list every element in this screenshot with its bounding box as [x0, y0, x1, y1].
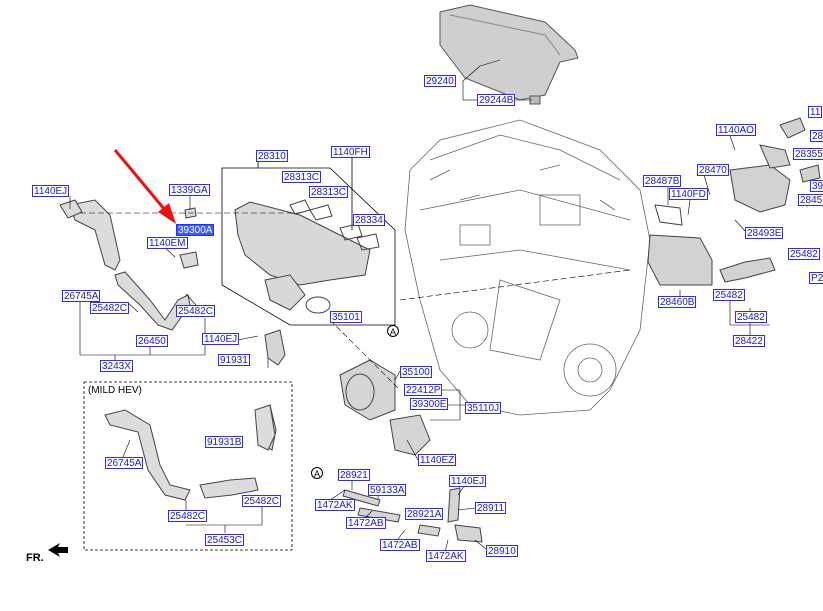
- part-label-1140ej-bottom[interactable]: 1140EJ: [449, 475, 487, 487]
- part-label-28911[interactable]: 28911: [475, 502, 507, 514]
- part-label-28921a[interactable]: 28921A: [405, 508, 444, 520]
- part-label-1140ao[interactable]: 1140AO: [716, 124, 756, 136]
- hose-drawings: [59, 199, 199, 331]
- part-label-29244b[interactable]: 29244B: [477, 94, 516, 106]
- part-label-28310[interactable]: 28310: [256, 150, 288, 162]
- part-label-29240[interactable]: 29240: [424, 75, 456, 87]
- part-label-1339ga[interactable]: 1339GA: [169, 184, 210, 196]
- part-label-25482c-hev-right[interactable]: 25482C: [242, 495, 282, 507]
- part-label-25482-upper[interactable]: 25482: [713, 289, 745, 301]
- part-label-28460b[interactable]: 28460B: [658, 296, 697, 308]
- part-label-1140ej-center[interactable]: 1140EJ: [202, 333, 240, 345]
- part-label-1140fd[interactable]: 1140FD: [669, 188, 708, 200]
- part-label-25482-right[interactable]: 25482: [788, 248, 820, 260]
- part-label-1472ab-lower[interactable]: 1472AB: [380, 539, 420, 551]
- part-label-26450[interactable]: 26450: [136, 335, 168, 347]
- part-label-35100[interactable]: 35100: [400, 366, 432, 378]
- mild-hev-label: (MILD HEV): [88, 385, 142, 396]
- part-label-1140em[interactable]: 1140EM: [147, 237, 188, 249]
- part-label-28334[interactable]: 28334: [353, 214, 385, 226]
- part-label-22412p[interactable]: 22412P: [404, 384, 443, 396]
- part-label-28910[interactable]: 28910: [486, 545, 518, 557]
- part-label-25482c-hev-left[interactable]: 25482C: [168, 510, 208, 522]
- part-label-39-cut[interactable]: 39: [810, 180, 823, 192]
- part-label-59133a[interactable]: 59133A: [368, 484, 407, 496]
- part-label-91931b[interactable]: 91931B: [205, 436, 244, 448]
- part-label-25482c-right[interactable]: 25482C: [176, 305, 216, 317]
- mild-hev-box: [83, 381, 293, 551]
- part-label-28470[interactable]: 28470: [697, 164, 729, 176]
- part-label-1472ak-lower[interactable]: 1472AK: [426, 550, 466, 562]
- part-label-28921[interactable]: 28921: [338, 469, 370, 481]
- reference-circle-a-lower: A: [311, 467, 323, 479]
- part-label-1472ak-upper[interactable]: 1472AK: [315, 499, 355, 511]
- part-label-28313c-lower[interactable]: 28313C: [309, 186, 349, 198]
- part-label-35110j[interactable]: 35110J: [465, 402, 502, 414]
- part-label-1472ab-upper[interactable]: 1472AB: [346, 517, 386, 529]
- part-label-p2-cut[interactable]: P2: [809, 272, 823, 284]
- reference-circle-a-upper: A: [387, 325, 399, 337]
- part-label-28422[interactable]: 28422: [733, 335, 765, 347]
- part-label-1140ej-left[interactable]: 1140EJ: [32, 185, 70, 197]
- part-label-28493e[interactable]: 28493E: [745, 227, 784, 239]
- part-label-39300a[interactable]: 39300A: [176, 224, 215, 236]
- part-label-3243x[interactable]: 3243X: [100, 360, 133, 372]
- part-label-26745a-hev[interactable]: 26745A: [105, 457, 144, 469]
- red-arrow: [113, 149, 176, 224]
- part-label-28487b[interactable]: 28487B: [643, 175, 682, 187]
- engine-cover-drawing: [439, 4, 579, 105]
- mild-hev-hose-drawings: [104, 404, 276, 501]
- bottom-parts-drawings: [342, 487, 483, 543]
- throttle-body-drawing: [257, 329, 431, 456]
- part-label-1140ez[interactable]: 1140EZ: [418, 454, 457, 466]
- part-label-25453c[interactable]: 25453C: [205, 534, 245, 546]
- part-label-25482-lower[interactable]: 25482: [735, 311, 767, 323]
- part-label-1140fh[interactable]: 1140FH: [331, 146, 370, 158]
- part-label-28313c-upper[interactable]: 28313C: [282, 171, 322, 183]
- part-label-28-cut[interactable]: 28: [810, 130, 823, 142]
- part-label-25482c-left[interactable]: 25482C: [90, 302, 130, 314]
- front-direction-arrow: [48, 543, 68, 557]
- part-label-2845-cut[interactable]: 2845: [798, 194, 823, 206]
- engine-block-drawing: [404, 119, 651, 416]
- part-label-39300e[interactable]: 39300E: [410, 398, 449, 410]
- part-label-35101[interactable]: 35101: [330, 311, 362, 323]
- part-label-28355-cut[interactable]: 28355: [793, 148, 823, 160]
- part-label-11-cut[interactable]: 11: [808, 106, 823, 118]
- egr-drawings: [647, 117, 821, 286]
- part-label-26745a[interactable]: 26745A: [62, 290, 101, 302]
- front-label: FR.: [26, 552, 44, 564]
- part-label-91931[interactable]: 91931: [218, 354, 250, 366]
